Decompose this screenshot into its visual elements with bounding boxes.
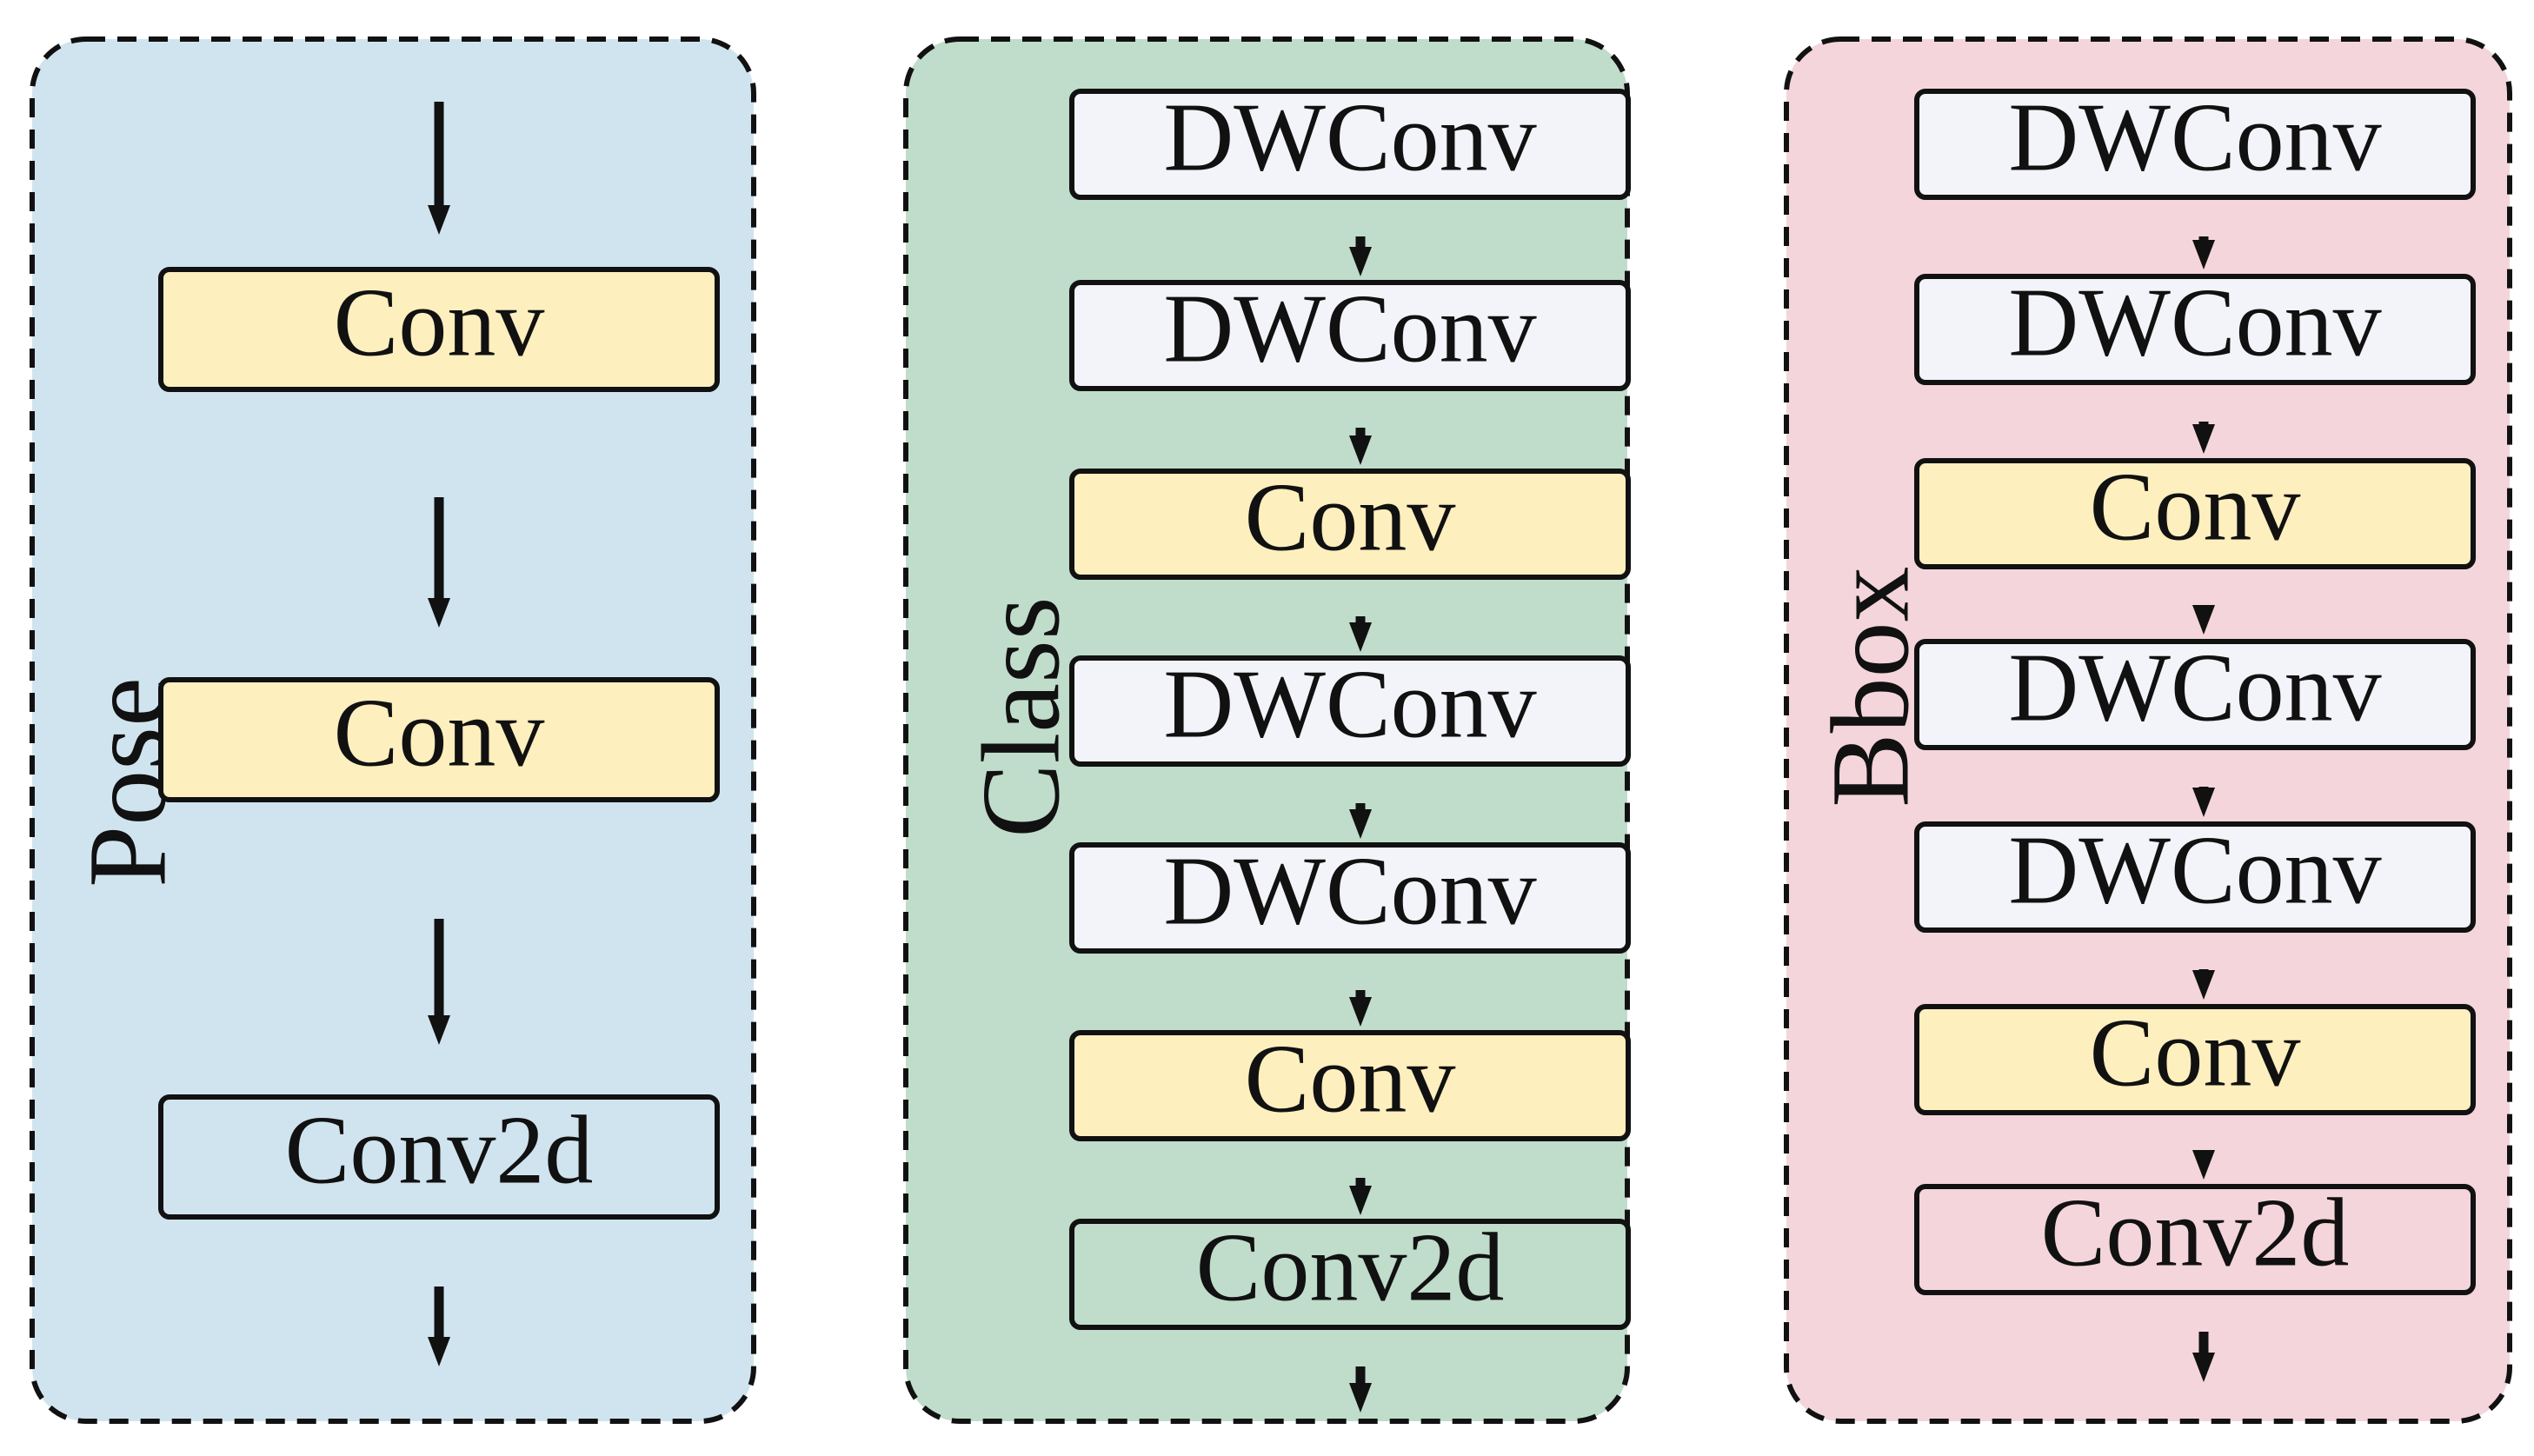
bbox-flow-arrow-0 xyxy=(2192,236,2215,269)
bbox-flow-arrow-6 xyxy=(2192,1332,2215,1382)
pose-flow-arrow-0 xyxy=(428,102,450,235)
class-block-conv2d: Conv2d xyxy=(1069,1214,1631,1330)
bbox-flow-arrow-5 xyxy=(2192,1150,2215,1180)
class-flow-arrow-5 xyxy=(1349,1178,1372,1215)
class-block-label: Conv2d xyxy=(1196,1214,1505,1322)
class-block-label: DWConv xyxy=(1163,276,1536,383)
bbox-block-label: Conv2d xyxy=(2041,1180,2350,1287)
pose-block-conv2d: Conv2d xyxy=(158,1094,720,1220)
bbox-block-conv: Conv xyxy=(1914,1000,2476,1115)
class-block-label: Conv xyxy=(1245,464,1456,572)
pose-block-label: Conv2d xyxy=(285,1097,594,1205)
pose-flow-arrow-1 xyxy=(428,497,450,628)
class-block-dwconv: DWConv xyxy=(1069,276,1631,391)
bbox-block-label: DWConv xyxy=(2008,84,2381,192)
bbox-block-label: DWConv xyxy=(2008,269,2381,377)
class-block-conv: Conv xyxy=(1069,464,1631,580)
class-flow-arrow-6 xyxy=(1349,1366,1372,1413)
class-block-label: Conv xyxy=(1245,1026,1456,1134)
bbox-block-label: DWConv xyxy=(2008,817,2381,925)
pose-flow-arrow-3 xyxy=(428,1286,450,1366)
bbox-block-dwconv: DWConv xyxy=(1914,817,2476,933)
bbox-flow-arrow-4 xyxy=(2192,969,2215,1000)
class-block-conv: Conv xyxy=(1069,1026,1631,1141)
class-block-label: DWConv xyxy=(1163,838,1536,946)
pose-block-conv: Conv xyxy=(158,267,720,392)
class-flow-arrow-4 xyxy=(1349,990,1372,1027)
bbox-flow-arrow-2 xyxy=(2192,605,2215,635)
class-block-dwconv: DWConv xyxy=(1069,838,1631,954)
bbox-block-conv2d: Conv2d xyxy=(1914,1180,2476,1295)
bbox-block-dwconv: DWConv xyxy=(1914,269,2476,385)
bbox-head-label: Bbox xyxy=(1808,566,1932,807)
class-flow-arrow-2 xyxy=(1349,616,1372,652)
class-flow-arrow-0 xyxy=(1349,236,1372,276)
pose-flow-arrow-2 xyxy=(428,919,450,1045)
bbox-block-dwconv: DWConv xyxy=(1914,84,2476,200)
class-block-label: DWConv xyxy=(1163,84,1536,192)
pose-block-conv: Conv xyxy=(158,677,720,802)
class-block-label: DWConv xyxy=(1163,651,1536,759)
pose-block-label: Conv xyxy=(334,269,545,377)
pose-block-label: Conv xyxy=(334,680,545,788)
class-flow-arrow-3 xyxy=(1349,803,1372,839)
bbox-flow-arrow-3 xyxy=(2192,787,2215,817)
bbox-block-label: Conv xyxy=(2090,1000,2301,1107)
class-block-dwconv: DWConv xyxy=(1069,84,1631,200)
class-head-label: Class xyxy=(959,596,1082,837)
bbox-block-label: DWConv xyxy=(2008,635,2381,742)
bbox-flow-arrow-1 xyxy=(2192,422,2215,454)
class-block-dwconv: DWConv xyxy=(1069,651,1631,767)
bbox-block-dwconv: DWConv xyxy=(1914,635,2476,750)
class-flow-arrow-1 xyxy=(1349,428,1372,465)
bbox-block-conv: Conv xyxy=(1914,454,2476,569)
bbox-block-label: Conv xyxy=(2090,454,2301,562)
